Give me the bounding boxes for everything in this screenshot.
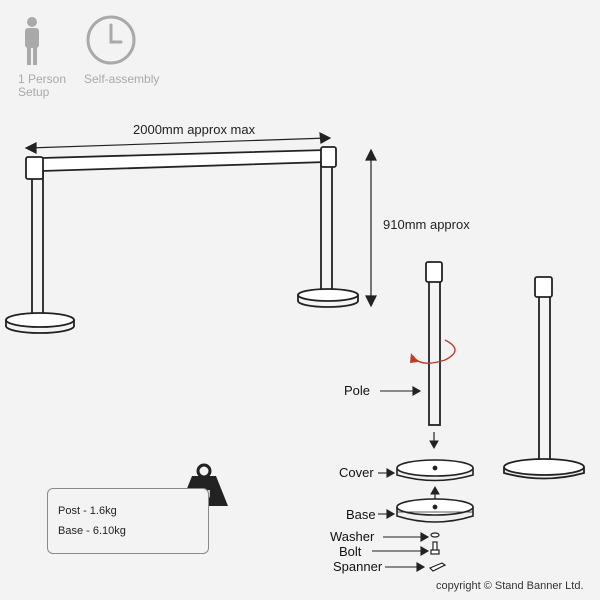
washer-label: Washer: [330, 529, 375, 544]
height-dimension-label: 910mm approx: [383, 217, 470, 232]
person-icon: [25, 17, 39, 65]
person-setup-line1: 1 Person: [18, 72, 67, 86]
copyright-text: copyright © Stand Banner Ltd.: [436, 580, 584, 592]
bolt-label: Bolt: [339, 544, 362, 559]
cover-label: Cover: [339, 465, 374, 480]
bolt-part: [430, 541, 440, 555]
base-label: Base: [346, 507, 376, 522]
pole-down-arrow: [429, 432, 439, 450]
assembled-post: [503, 276, 585, 480]
person-setup-line2: Setup: [18, 85, 50, 99]
washer-part: [430, 532, 440, 538]
base-disc: [396, 498, 474, 523]
width-dimension-label: 2000mm approx max: [133, 122, 256, 137]
weight-spec-box: Post - 1.6kg Base - 6.10kg: [47, 488, 209, 554]
width-dimension-arrow: [24, 131, 332, 154]
base-weight: Base - 6.10kg: [58, 525, 126, 537]
pole-label: Pole: [344, 383, 371, 398]
height-dimension-arrow: [365, 148, 377, 308]
assembled-barrier: [5, 146, 359, 334]
part-label-arrows: [372, 386, 430, 572]
rotation-arrow: [412, 339, 456, 364]
post-weight: Post - 1.6kg: [58, 505, 117, 517]
spanner-label: Spanner: [333, 559, 383, 574]
person-setup-label: 1 Person Setup: [18, 73, 66, 99]
spanner-part: [428, 562, 447, 572]
exploded-pole: [425, 261, 443, 426]
cover-disc: [396, 459, 474, 482]
base-up-arrow: [430, 485, 440, 500]
clock-icon: [86, 15, 136, 65]
self-assembly-label: Self-assembly: [84, 72, 160, 86]
